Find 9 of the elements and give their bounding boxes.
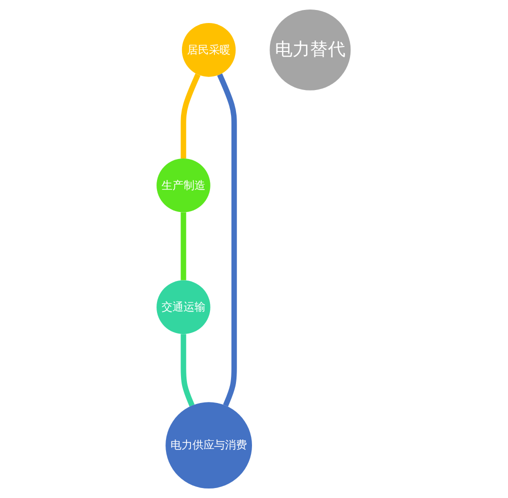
- connector: [181, 334, 195, 407]
- node-circle: 居民采暖: [182, 23, 236, 77]
- node-circle: 交通运输: [156, 280, 211, 334]
- node-circle: 电力供应与消费: [166, 402, 252, 489]
- connector: [181, 212, 187, 280]
- node-circle: 生产制造: [156, 158, 211, 212]
- connector: [181, 73, 201, 158]
- node-circle: 电力替代: [270, 9, 352, 90]
- connector: [218, 73, 238, 407]
